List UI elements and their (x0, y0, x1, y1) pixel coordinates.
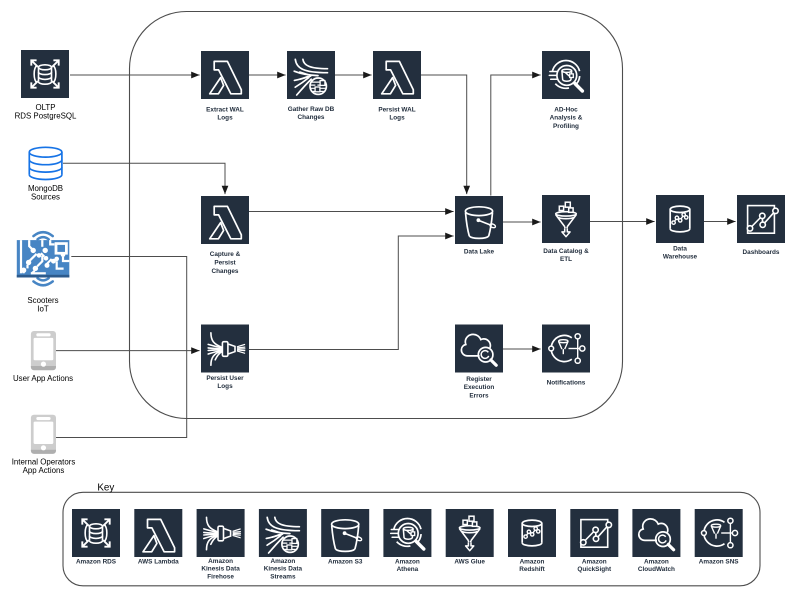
svg-text:Data Lake: Data Lake (464, 248, 495, 255)
svg-text:Amazon SNS: Amazon SNS (699, 559, 740, 566)
svg-text:User App Actions: User App Actions (13, 374, 73, 383)
svg-text:Data Catalog &ETL: Data Catalog &ETL (543, 248, 589, 263)
svg-text:Dashboards: Dashboards (743, 249, 780, 256)
svg-text:AWS Lambda: AWS Lambda (138, 559, 179, 566)
svg-text:Amazon RDS: Amazon RDS (76, 559, 117, 566)
svg-text:AWS Glue: AWS Glue (454, 559, 485, 566)
svg-text:Key: Key (97, 482, 114, 493)
svg-text:Amazon S3: Amazon S3 (328, 559, 363, 566)
svg-text:Notifications: Notifications (547, 380, 586, 387)
